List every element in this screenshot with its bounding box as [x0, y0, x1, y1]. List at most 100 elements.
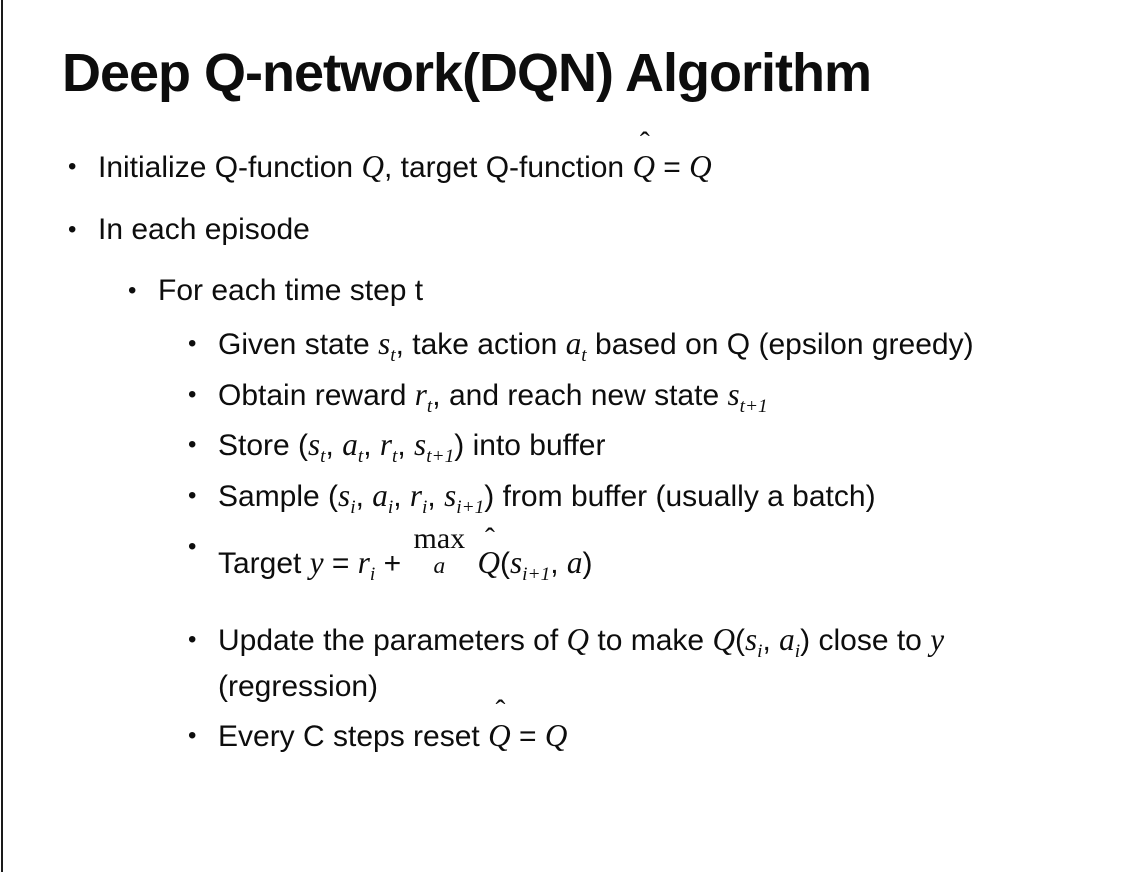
text-run: Given state [218, 327, 379, 361]
math-var-subscript: si [745, 622, 763, 661]
text-run: ) [582, 547, 593, 581]
bullet-item: •Given state st, take action at based on… [0, 321, 1124, 368]
bullet-text: Given state st, take action at based on … [218, 321, 984, 368]
bullet-icon: • [188, 482, 197, 510]
hat-accent: ˆ [639, 126, 650, 159]
bullet-icon: • [188, 533, 197, 561]
math-var: Q [689, 149, 712, 185]
text-run: ) from buffer (usually a batch) [484, 480, 876, 514]
math-var: y [930, 621, 945, 657]
bullet-text: In each episode [98, 207, 320, 252]
slide-left-edge-line [1, 0, 3, 872]
max-operator-name: max [413, 522, 466, 556]
math-base: s [378, 325, 391, 361]
math-subscript: i+1 [522, 564, 551, 586]
math-subscript: t [581, 345, 587, 367]
text-run: ) into buffer [454, 429, 606, 463]
math-base: a [565, 325, 582, 361]
math-base: s [727, 376, 740, 412]
bullet-text: Update the parameters of Q to make Q(si,… [218, 617, 1080, 709]
text-run: , [397, 429, 415, 463]
text-run: In each episode [98, 212, 310, 246]
bullet-text: Sample (si, ai, ri, si+1) from buffer (u… [218, 473, 886, 520]
text-run: Every C steps reset [218, 719, 489, 753]
math-subscript: t [320, 446, 326, 468]
math-base: Q [477, 545, 501, 581]
bullet-text: Store (st, at, rt, st+1) into buffer [218, 422, 615, 469]
text-run: = [654, 151, 690, 185]
math-var: y [309, 545, 324, 581]
math-var-subscript: ai [372, 478, 393, 517]
text-run: = [323, 547, 358, 581]
bullet-text: Initialize Q-function Q, target Q-functi… [98, 128, 722, 191]
text-run: = [510, 719, 545, 753]
math-var-subscript: at [342, 427, 363, 466]
text-run: Initialize Q-function [98, 151, 362, 185]
math-base: r [357, 545, 370, 581]
math-subscript: i [387, 497, 394, 519]
math-base: a [342, 427, 358, 463]
math-var: Q [712, 621, 735, 657]
math-var-subscript: si+1 [510, 545, 550, 584]
text-run: Store ( [218, 429, 309, 463]
bullet-icon: • [188, 625, 197, 653]
text-run: , [355, 480, 373, 514]
text-run: , target Q-function [383, 151, 633, 185]
text-run: Sample ( [218, 480, 339, 514]
math-var: Q [544, 717, 568, 753]
text-run: , [393, 480, 410, 514]
math-var-subscript: at [565, 325, 587, 365]
bullet-icon: • [68, 215, 77, 243]
text-run: , [762, 623, 780, 657]
math-var: Q [361, 149, 384, 185]
math-subscript: t [357, 446, 364, 468]
bullet-item: • For each time step t [0, 268, 1124, 313]
math-base: Q [488, 717, 511, 753]
math-base: s [338, 478, 351, 514]
bullet-icon: • [188, 329, 197, 357]
bullet-item: •Initialize Q-function Q, target Q-funct… [0, 128, 1124, 191]
text-run: + [375, 547, 410, 581]
bullet-list: •Initialize Q-function Q, target Q-funct… [0, 128, 1124, 759]
text-run: ( [734, 623, 745, 657]
math-base: a [372, 478, 388, 514]
math-base: r [414, 376, 427, 412]
math-var-subscript: ri [357, 545, 376, 584]
bullet-icon: • [128, 276, 137, 304]
text-run: , [550, 547, 567, 581]
text-run: (regression) [218, 669, 379, 703]
max-operator-limit: a [433, 553, 446, 580]
math-subscript: i+1 [456, 497, 485, 519]
text-run: based on Q (epsilon greedy) [586, 327, 974, 361]
math-subscript: t [392, 446, 398, 468]
math-var-subscript: si+1 [444, 478, 484, 517]
math-subscript: i [369, 564, 376, 586]
math-subscript: t+1 [426, 446, 455, 468]
math-base: Q [632, 149, 655, 185]
bullet-icon: • [68, 153, 77, 181]
math-var-subscript: st [308, 427, 326, 466]
math-var: a [566, 545, 583, 581]
text-run: , and reach new state [432, 378, 728, 412]
bullet-icon: • [188, 721, 197, 749]
bullet-text: For each time step t [158, 268, 433, 313]
bullet-icon: • [188, 380, 197, 408]
math-subscript: i [350, 497, 356, 519]
math-subscript: t+1 [739, 395, 768, 417]
math-base: s [510, 545, 523, 581]
math-var: Q [566, 621, 590, 657]
page-title: Deep Q-network(DQN) Algorithm [62, 43, 872, 103]
text-run: Update the parameters of [218, 623, 567, 657]
bullet-item: •Store (st, at, rt, st+1) into buffer [0, 422, 1124, 469]
bullet-text: Obtain reward rt, and reach new state st… [218, 372, 778, 419]
math-var-subscript: ai [779, 622, 800, 661]
math-base: s [308, 427, 321, 463]
text-run: , [363, 429, 380, 463]
hat-accent: ˆ [495, 695, 506, 728]
